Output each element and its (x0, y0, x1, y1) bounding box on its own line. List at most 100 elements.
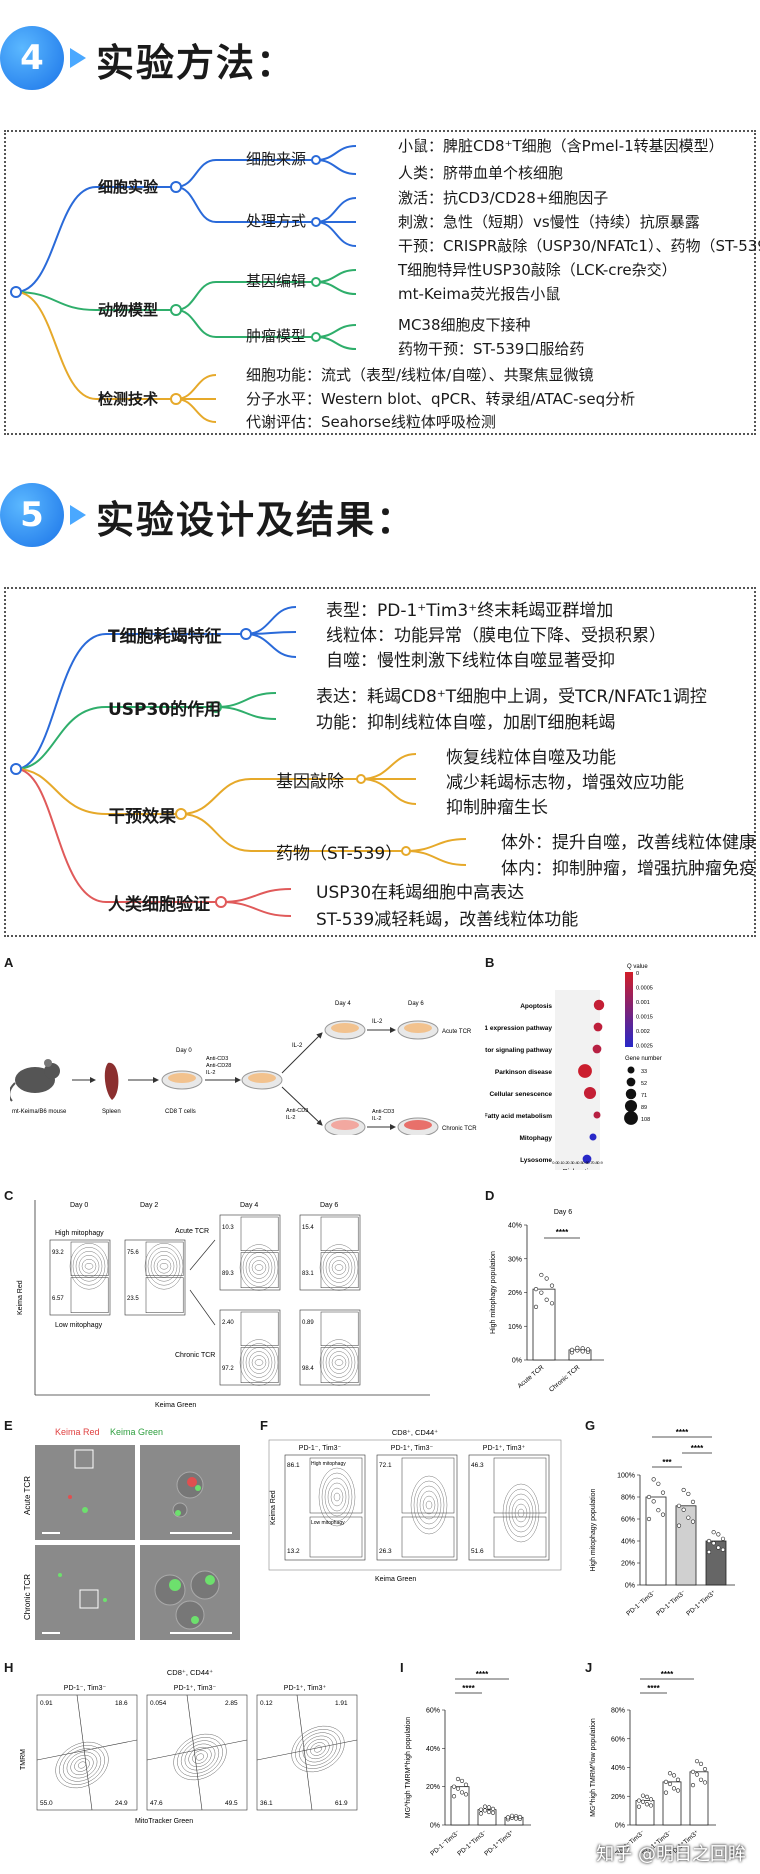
x-tick-label: 0.6 (582, 1160, 588, 1165)
condition-label: Acute TCR (175, 1228, 209, 1235)
quadrant-value: 0.91 (40, 1700, 53, 1707)
x-tick-label: 0.7 (587, 1160, 593, 1165)
data-point (482, 1804, 488, 1809)
data-point (505, 1815, 511, 1820)
bar (645, 1496, 667, 1586)
data-point (667, 1781, 673, 1787)
mouse-icon (10, 1059, 60, 1102)
y-axis-label: High mitophagy population (490, 1251, 497, 1334)
quadrant-value: 18.6 (115, 1700, 128, 1707)
legend-tick: 108 (641, 1117, 650, 1123)
data-point (681, 1507, 686, 1512)
bar (568, 1349, 592, 1361)
y-tick-label: 20% (611, 1794, 625, 1801)
leaf-text: 体外：提升自噬，改善线粒体健康 (501, 833, 756, 853)
data-point (711, 1530, 716, 1535)
data-point (490, 1806, 496, 1811)
label-stim: IL-2 (372, 1116, 381, 1122)
contour (245, 1252, 273, 1283)
day-label: Day 4 (240, 1202, 258, 1209)
contour (298, 1732, 338, 1766)
contour (334, 1359, 344, 1366)
play-arrow-icon (70, 48, 86, 68)
contour (150, 1251, 178, 1282)
gate-high (320, 1216, 359, 1251)
y-tick-label: 30% (508, 1256, 522, 1263)
gate-low (309, 1516, 363, 1558)
significance: **** (691, 1444, 704, 1453)
panel-label-f: F (260, 1418, 268, 1433)
data-point (463, 1792, 469, 1797)
results-mindmap: T细胞耗竭特征 表型：PD-1⁺Tim3⁺终末耗竭亚群增加 线粒体：功能异常（膜… (4, 587, 756, 937)
y-tick-label: 0% (615, 1823, 625, 1830)
quadrant-value: 2.85 (225, 1700, 238, 1707)
data-point (478, 1811, 484, 1816)
label-cd8: CD8 T cells (165, 1109, 196, 1115)
legend-tick: 0.002 (636, 1029, 650, 1035)
contour (413, 1480, 445, 1530)
condition-label: Chronic TCR (175, 1352, 215, 1359)
contour (410, 1475, 448, 1535)
contour (159, 1263, 169, 1270)
y-tick-label: 40% (621, 1539, 635, 1546)
flow-plot: 15.483.1 (299, 1214, 361, 1291)
data-point (651, 1477, 656, 1482)
data-point (539, 1290, 544, 1295)
contour (291, 1725, 345, 1773)
legend-size-dot (627, 1066, 635, 1074)
data-point (648, 1797, 654, 1802)
category-label: Mitophagy (520, 1135, 553, 1142)
panel-label-h: H (4, 1660, 14, 1675)
legend-title: Q value (627, 964, 648, 970)
data-point (660, 1512, 666, 1517)
contour (245, 1347, 273, 1378)
contour (156, 1259, 172, 1274)
y-tick-label: 40% (508, 1223, 522, 1230)
contour (425, 1500, 433, 1510)
category-label: Fatty acid metabolism (485, 1113, 552, 1120)
node-cell-experiment: 细胞实验 (98, 178, 159, 196)
legend-size-dot (625, 1088, 637, 1100)
quadrant-value: 36.1 (260, 1800, 273, 1807)
contour (319, 1339, 359, 1386)
chart-title: Day 6 (554, 1209, 572, 1216)
contour (196, 1753, 204, 1761)
leaf-text: 功能：抑制线粒体自噬，加剧T细胞耗竭 (316, 713, 616, 733)
x-axis-label: Rich ratio (563, 1169, 593, 1170)
y-tick-label: 80% (621, 1495, 635, 1502)
contour (517, 1508, 525, 1518)
data-point (681, 1487, 686, 1493)
category-label: Parkinson disease (495, 1069, 552, 1076)
results-mindmap-lines (10, 606, 467, 917)
flow-frame (256, 1694, 358, 1811)
contour (331, 1260, 347, 1275)
significance: **** (676, 1428, 689, 1437)
contour (322, 1343, 356, 1382)
spleen-icon (104, 1062, 119, 1100)
contour (251, 1260, 267, 1275)
y-tick-label: 40% (426, 1746, 440, 1753)
quadrant-line (186, 1694, 203, 1811)
play-arrow-icon (70, 505, 86, 525)
contour (55, 1741, 109, 1789)
data-point (720, 1547, 726, 1552)
node-drug: 药物（ST-539） (276, 844, 403, 864)
legend-colorbar (625, 972, 633, 1047)
enrichment-dot (582, 1154, 592, 1164)
contour (321, 1472, 353, 1522)
data-point (486, 1805, 492, 1810)
node-gene-editing: 基因编辑 (246, 272, 307, 290)
y-tick-label: 60% (426, 1708, 440, 1715)
data-point (463, 1782, 469, 1787)
legend-tick: 52 (641, 1081, 647, 1087)
data-point (640, 1793, 646, 1798)
data-point (451, 1784, 457, 1789)
x-tick-label: 0.4 (572, 1160, 578, 1165)
quadrant-line (146, 1739, 248, 1761)
y-axis-label: Keima Red (270, 1490, 277, 1525)
x-tick-label: 0.9 (597, 1160, 603, 1165)
data-point (580, 1349, 585, 1354)
significance: **** (661, 1670, 674, 1679)
quadrant-line (256, 1739, 358, 1761)
